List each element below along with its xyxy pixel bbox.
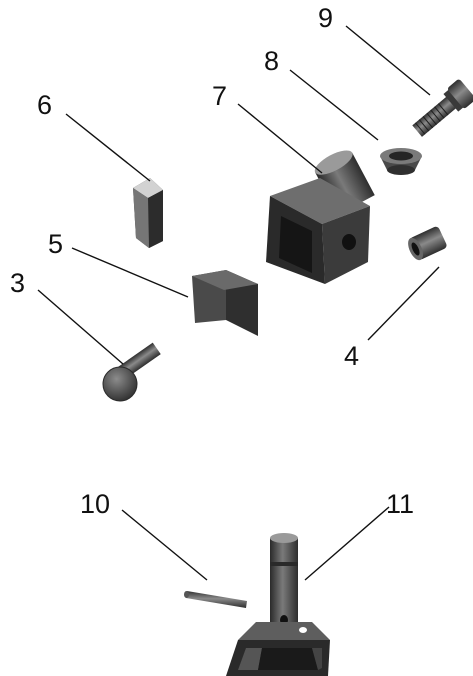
part-11-base [226,533,330,676]
leader-3 [37,289,124,365]
callout-4: 4 [344,341,359,371]
callout-labels: 9 8 7 6 5 3 4 10 11 [10,3,414,519]
leader-7 [237,103,323,174]
callout-3: 3 [10,268,25,298]
leader-lines [37,25,440,581]
part-8-ring [380,148,422,175]
part-7-jaw-holder [266,150,375,284]
part-4-bushing [408,226,447,261]
part-10-pin [184,591,247,608]
leader-10 [121,509,208,581]
leader-8 [289,69,379,141]
part-9-screw [412,79,473,137]
part-6-insert [133,178,163,248]
callout-9: 9 [318,3,333,33]
callout-11: 11 [386,489,414,519]
part-5-bracket [192,270,258,344]
callout-5: 5 [48,229,63,259]
leader-6 [65,113,151,182]
leader-4 [367,266,440,341]
leader-9 [345,25,431,96]
leader-5 [71,247,189,298]
callout-10: 10 [80,489,110,519]
callout-6: 6 [37,90,52,120]
leader-11 [304,506,390,581]
callout-7: 7 [212,81,227,111]
part-3-bolt [102,342,161,402]
callout-8: 8 [264,46,279,76]
